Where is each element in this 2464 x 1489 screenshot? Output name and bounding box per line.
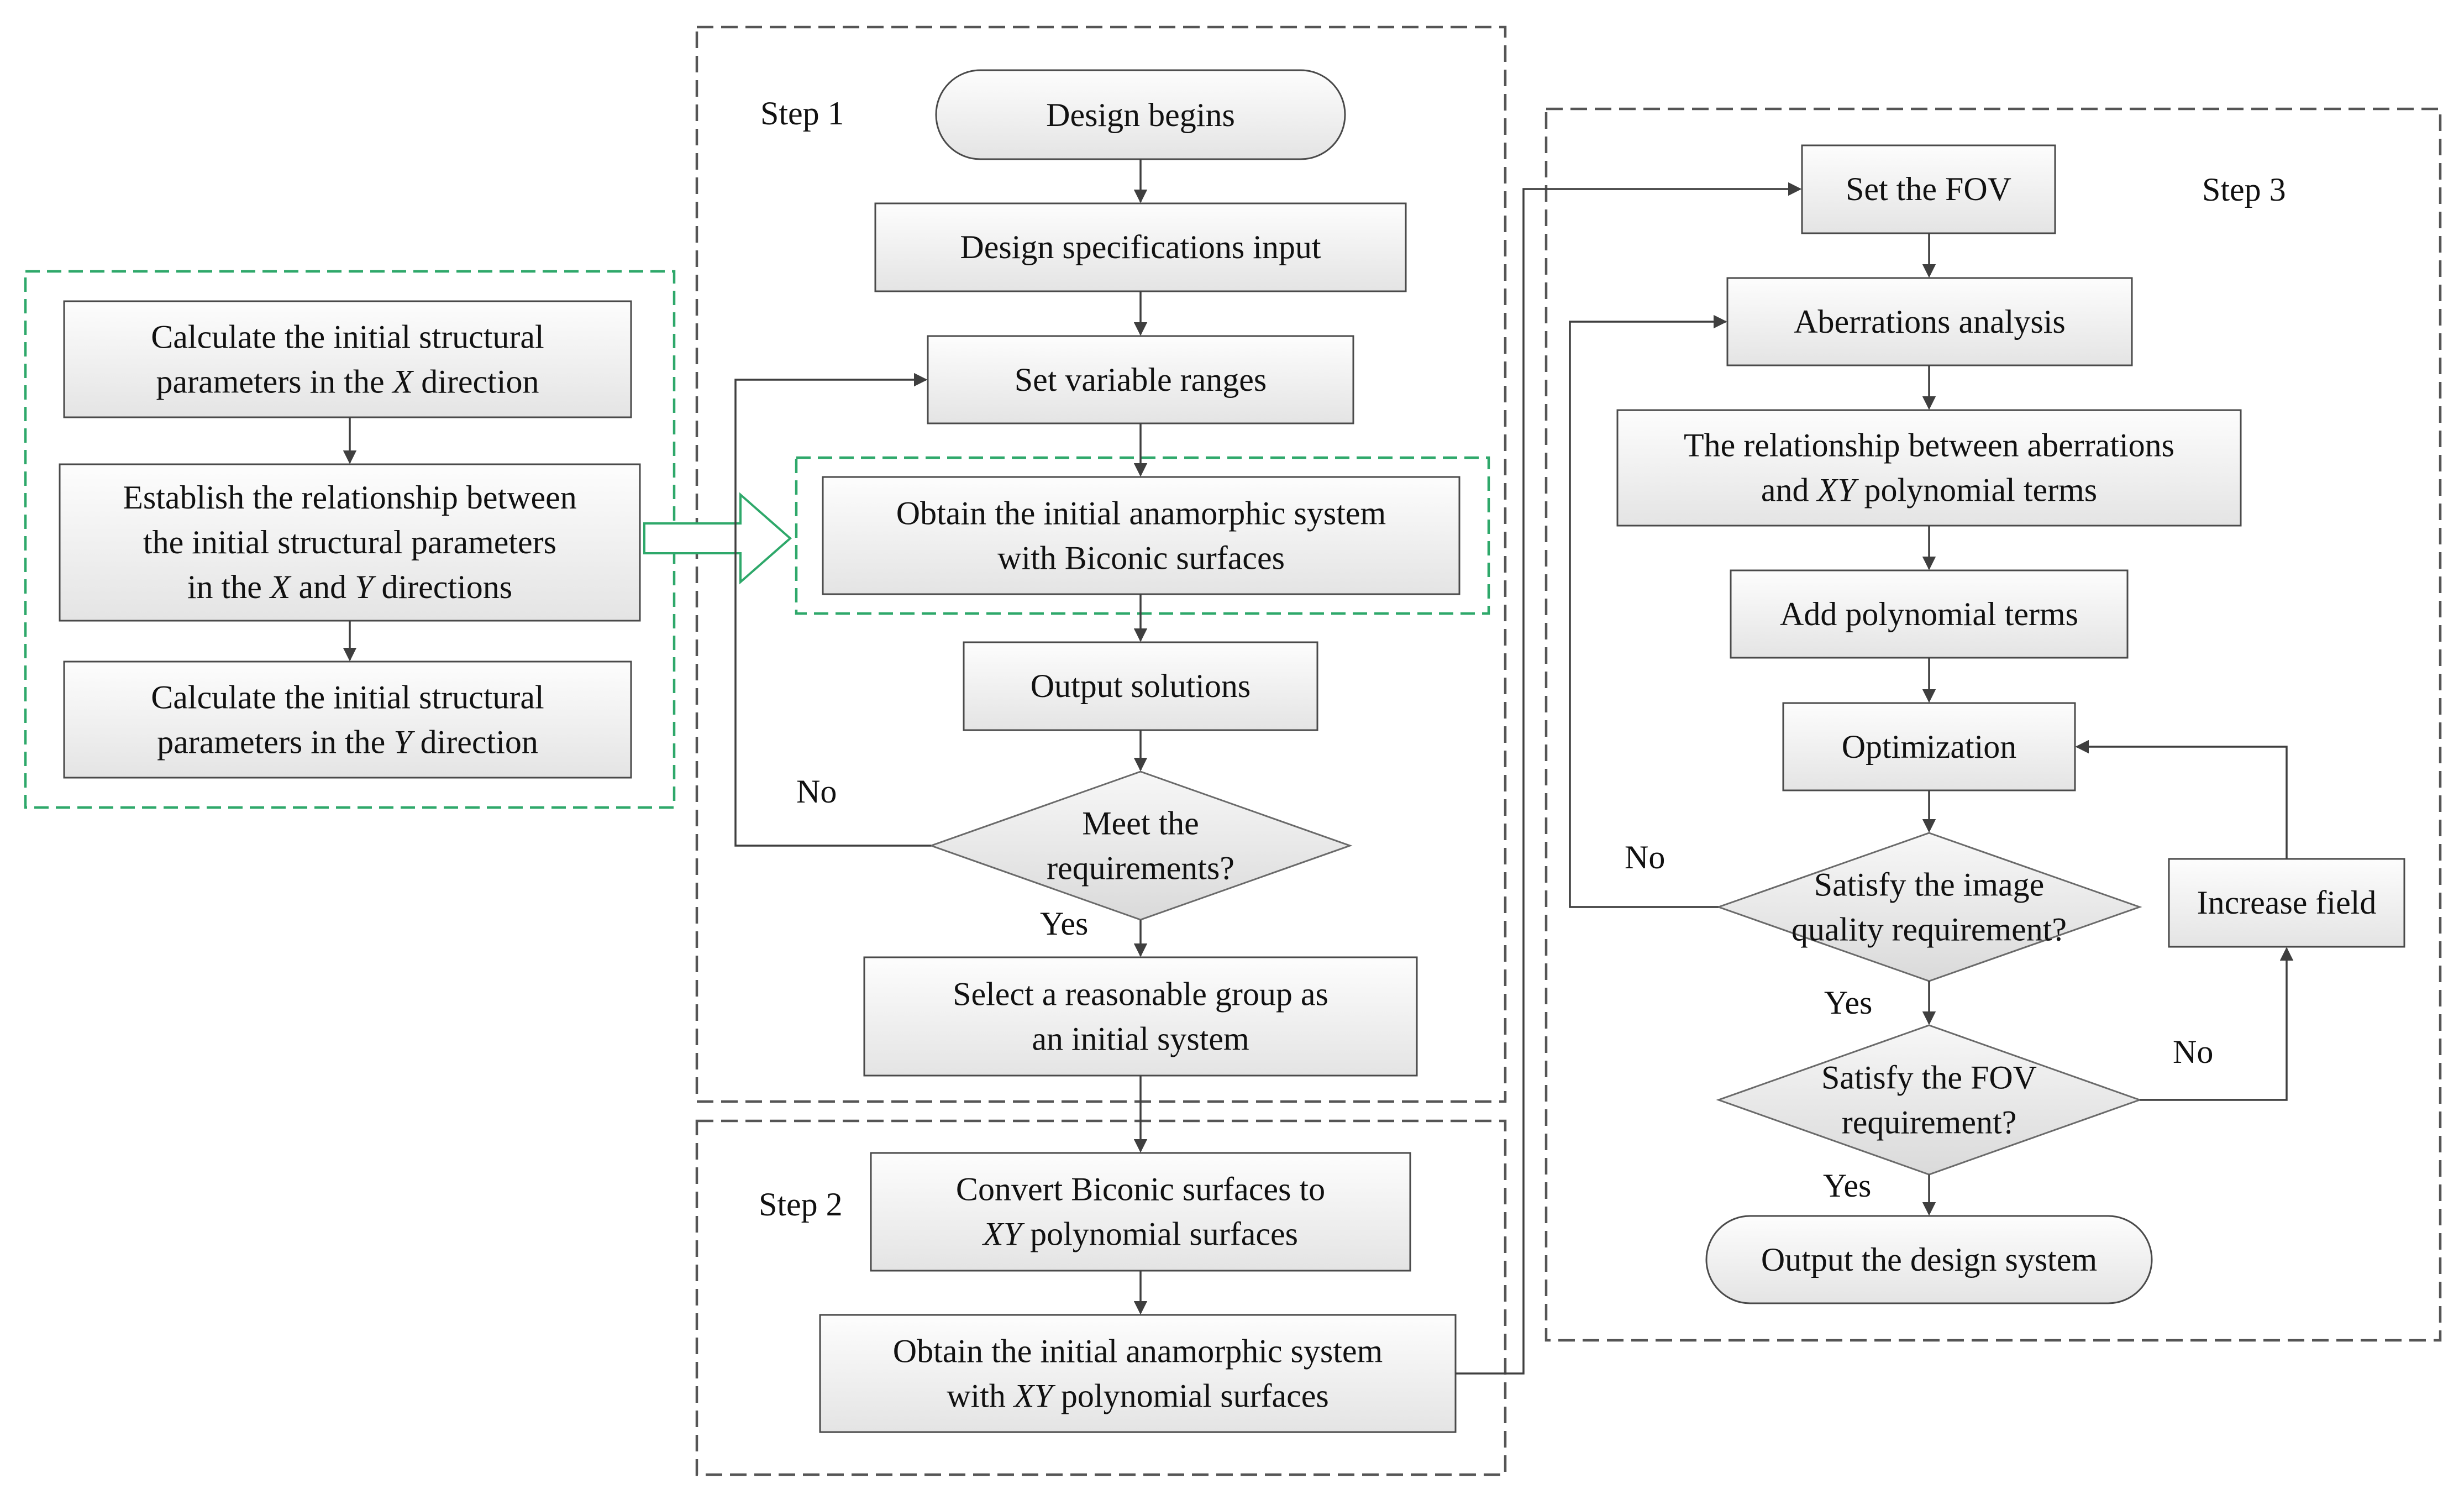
node-text-line: Establish the relationship between bbox=[123, 479, 576, 516]
decision-fov-requirement: Satisfy the FOV requirement? bbox=[1716, 1024, 2142, 1176]
node-select-group: Select a reasonable group as an initial s… bbox=[863, 956, 1418, 1077]
node-obtain-xy-system: Obtain the initial anamorphic system with… bbox=[819, 1314, 1457, 1433]
label-imageq-yes: Yes bbox=[1824, 984, 1872, 1021]
node-text-line: parameters in the X direction bbox=[156, 364, 539, 400]
step3-label: Step 3 bbox=[2202, 171, 2286, 208]
step3-frame bbox=[1544, 107, 2442, 1342]
node-text-line: Obtain the initial anamorphic system bbox=[893, 1333, 1383, 1370]
edge-imageq-no-loop bbox=[1569, 314, 1727, 908]
svg-text:Output the design system: Output the design system bbox=[1761, 1241, 2097, 1278]
node-text-line: Add polynomial terms bbox=[1780, 596, 2078, 632]
label-meet-yes: Yes bbox=[1040, 905, 1088, 942]
node-text-line: Output solutions bbox=[1031, 668, 1251, 704]
node-obtain-biconic: Obtain the initial anamorphic system with… bbox=[822, 476, 1460, 595]
node-text-line: Convert Biconic surfaces to bbox=[956, 1171, 1325, 1208]
biconic-highlight-frame bbox=[795, 456, 1490, 615]
svg-text:Set variable ranges: Set variable ranges bbox=[1015, 361, 1267, 398]
node-text-line: Aberrations analysis bbox=[1794, 303, 2066, 340]
label-meet-no: No bbox=[796, 773, 837, 810]
node-text-line: Design begins bbox=[1046, 97, 1235, 133]
svg-text:Optimization: Optimization bbox=[1842, 728, 2017, 765]
node-text-line: XY polynomial surfaces bbox=[982, 1216, 1298, 1252]
node-calc-x: Calculate the initial structural paramete… bbox=[63, 300, 632, 418]
edge-meet-no-loop bbox=[734, 373, 931, 847]
node-increase-field: Increase field bbox=[2168, 858, 2405, 948]
node-text-line: Satisfy the FOV bbox=[1821, 1060, 2037, 1096]
node-text-line: Calculate the initial structural bbox=[151, 679, 544, 716]
node-optimization: Optimization bbox=[1782, 702, 2076, 791]
node-calc-y: Calculate the initial structural paramete… bbox=[63, 660, 632, 779]
svg-text:Design specifications input: Design specifications input bbox=[960, 229, 1321, 265]
svg-text:Increase field: Increase field bbox=[2197, 884, 2377, 921]
node-set-fov: Set the FOV bbox=[1801, 144, 2056, 234]
svg-text:Aberrations analysis: Aberrations analysis bbox=[1794, 303, 2066, 340]
node-text-line: with Biconic surfaces bbox=[997, 540, 1285, 576]
label-fovreq-no: No bbox=[2173, 1034, 2213, 1070]
node-text-line: Satisfy the image bbox=[1814, 867, 2045, 903]
svg-text:Obtain the initial anamorphic: Obtain the initial anamorphic system with… bbox=[893, 1333, 1383, 1414]
node-text-line: Increase field bbox=[2197, 884, 2377, 921]
node-text-line: Design specifications input bbox=[960, 229, 1321, 265]
node-text-line: Output the design system bbox=[1761, 1241, 2097, 1278]
step2-frame bbox=[695, 1119, 1507, 1476]
decision-image-quality: Satisfy the image quality requirement? bbox=[1716, 832, 2142, 982]
node-text-line: The relationship between aberrations bbox=[1684, 427, 2174, 464]
node-text-line: in the X and Y directions bbox=[187, 569, 512, 605]
node-text-line: parameters in the Y direction bbox=[157, 724, 538, 761]
node-output-solutions: Output solutions bbox=[963, 641, 1318, 731]
node-text-line: requirements? bbox=[1047, 850, 1234, 887]
transfer-arrow bbox=[643, 492, 792, 585]
node-text-line: with XY polynomial surfaces bbox=[947, 1378, 1329, 1414]
svg-text:The relationship between aberr: The relationship between aberrations and … bbox=[1684, 427, 2174, 508]
node-text-line: Optimization bbox=[1842, 728, 2017, 765]
node-text-line: quality requirement? bbox=[1791, 911, 2067, 948]
svg-text:Set the FOV: Set the FOV bbox=[1846, 171, 2011, 207]
node-design-begins: Design begins bbox=[935, 69, 1346, 160]
svg-text:Design begins: Design begins bbox=[1046, 97, 1235, 133]
node-aberrations-analysis: Aberrations analysis bbox=[1726, 277, 2133, 366]
svg-text:Establish the relationship bet: Establish the relationship between the in… bbox=[123, 479, 576, 605]
step2-label: Step 2 bbox=[759, 1186, 843, 1223]
node-text-line: and XY polynomial terms bbox=[1761, 472, 2097, 508]
edge-obtainxy-fov bbox=[1456, 182, 1802, 1375]
step1-label: Step 1 bbox=[760, 95, 844, 132]
node-text-line: an initial system bbox=[1032, 1021, 1249, 1057]
node-design-spec-input: Design specifications input bbox=[874, 202, 1407, 292]
node-text-line: Calculate the initial structural bbox=[151, 319, 544, 355]
svg-text:Calculate the initial structur: Calculate the initial structural paramete… bbox=[151, 319, 544, 400]
node-text-line: Meet the bbox=[1082, 805, 1199, 842]
node-set-variable-ranges: Set variable ranges bbox=[927, 335, 1354, 424]
node-output-design-system: Output the design system bbox=[1705, 1215, 2153, 1304]
label-imageq-no: No bbox=[1625, 839, 1665, 875]
node-text-line: Obtain the initial anamorphic system bbox=[896, 495, 1386, 532]
decision-meet-requirements: Meet the requirements? bbox=[928, 770, 1353, 921]
label-fovreq-yes: Yes bbox=[1823, 1167, 1871, 1204]
node-text-line: Set the FOV bbox=[1846, 171, 2011, 207]
node-add-polynomial-terms: Add polynomial terms bbox=[1730, 569, 2129, 659]
node-text-line: Select a reasonable group as bbox=[953, 976, 1328, 1013]
svg-text:Calculate the initial structur: Calculate the initial structural paramete… bbox=[151, 679, 544, 761]
node-convert-surfaces: Convert Biconic surfaces to XY polynomial… bbox=[870, 1152, 1411, 1272]
step1-frame bbox=[695, 25, 1507, 1103]
node-aberration-relationship: The relationship between aberrations and … bbox=[1616, 409, 2242, 527]
svg-text:Add polynomial terms: Add polynomial terms bbox=[1780, 596, 2078, 632]
node-text-line: requirement? bbox=[1842, 1104, 2017, 1141]
node-text-line: Set variable ranges bbox=[1015, 361, 1267, 398]
edge-increase-optim bbox=[2075, 740, 2288, 859]
node-establish-relationship: Establish the relationship between the in… bbox=[59, 463, 641, 622]
node-text-line: the initial structural parameters bbox=[143, 524, 556, 560]
svg-text:Output solutions: Output solutions bbox=[1031, 668, 1251, 704]
svg-text:Obtain the initial anamorphic: Obtain the initial anamorphic system with… bbox=[896, 495, 1386, 576]
edge-fovreq-no bbox=[2140, 947, 2294, 1101]
